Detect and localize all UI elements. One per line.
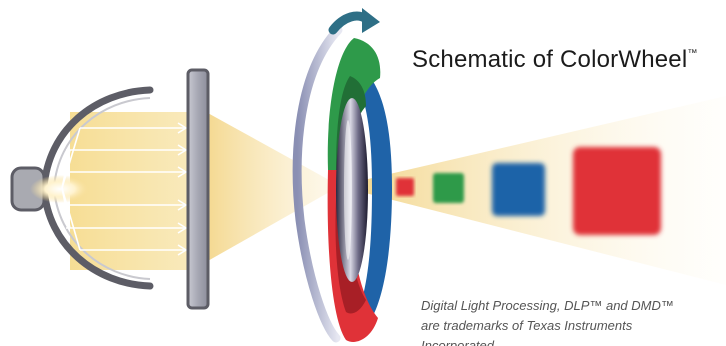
- trademark-line-2: are trademarks of Texas Instruments: [421, 318, 633, 333]
- color-wheel: [327, 38, 392, 342]
- wheel-hub-highlight: [344, 120, 352, 260]
- diagram-title: Schematic of ColorWheel™: [412, 46, 698, 74]
- trademark-notice: Digital Light Processing, DLP™ and DMD™ …: [421, 296, 721, 346]
- projected-square-red-small: [396, 178, 414, 196]
- focused-light-cone: [206, 112, 340, 262]
- title-trademark-mark: ™: [687, 48, 698, 59]
- rotation-arrow-arc: [328, 11, 371, 35]
- light-rays: [60, 127, 186, 251]
- rotation-track: [292, 25, 343, 343]
- condenser-lens: [186, 68, 210, 310]
- wheel-blue-segment: [348, 64, 392, 336]
- trademark-line-1: Digital Light Processing, DLP™ and DMD™: [421, 298, 674, 313]
- rotation-arrow-head: [362, 8, 380, 33]
- diagram-title-text: Schematic of ColorWheel: [412, 46, 688, 73]
- projected-squares: [396, 147, 661, 235]
- trademark-line-3: Incorporated: [421, 338, 494, 346]
- projected-square-blue: [492, 163, 545, 216]
- projected-square-red-large: [573, 147, 661, 235]
- ray-arrowheads: [177, 122, 188, 256]
- collimated-beam: [70, 112, 192, 270]
- projected-square-green: [433, 173, 464, 203]
- lamp-bulb-glow: [30, 175, 90, 203]
